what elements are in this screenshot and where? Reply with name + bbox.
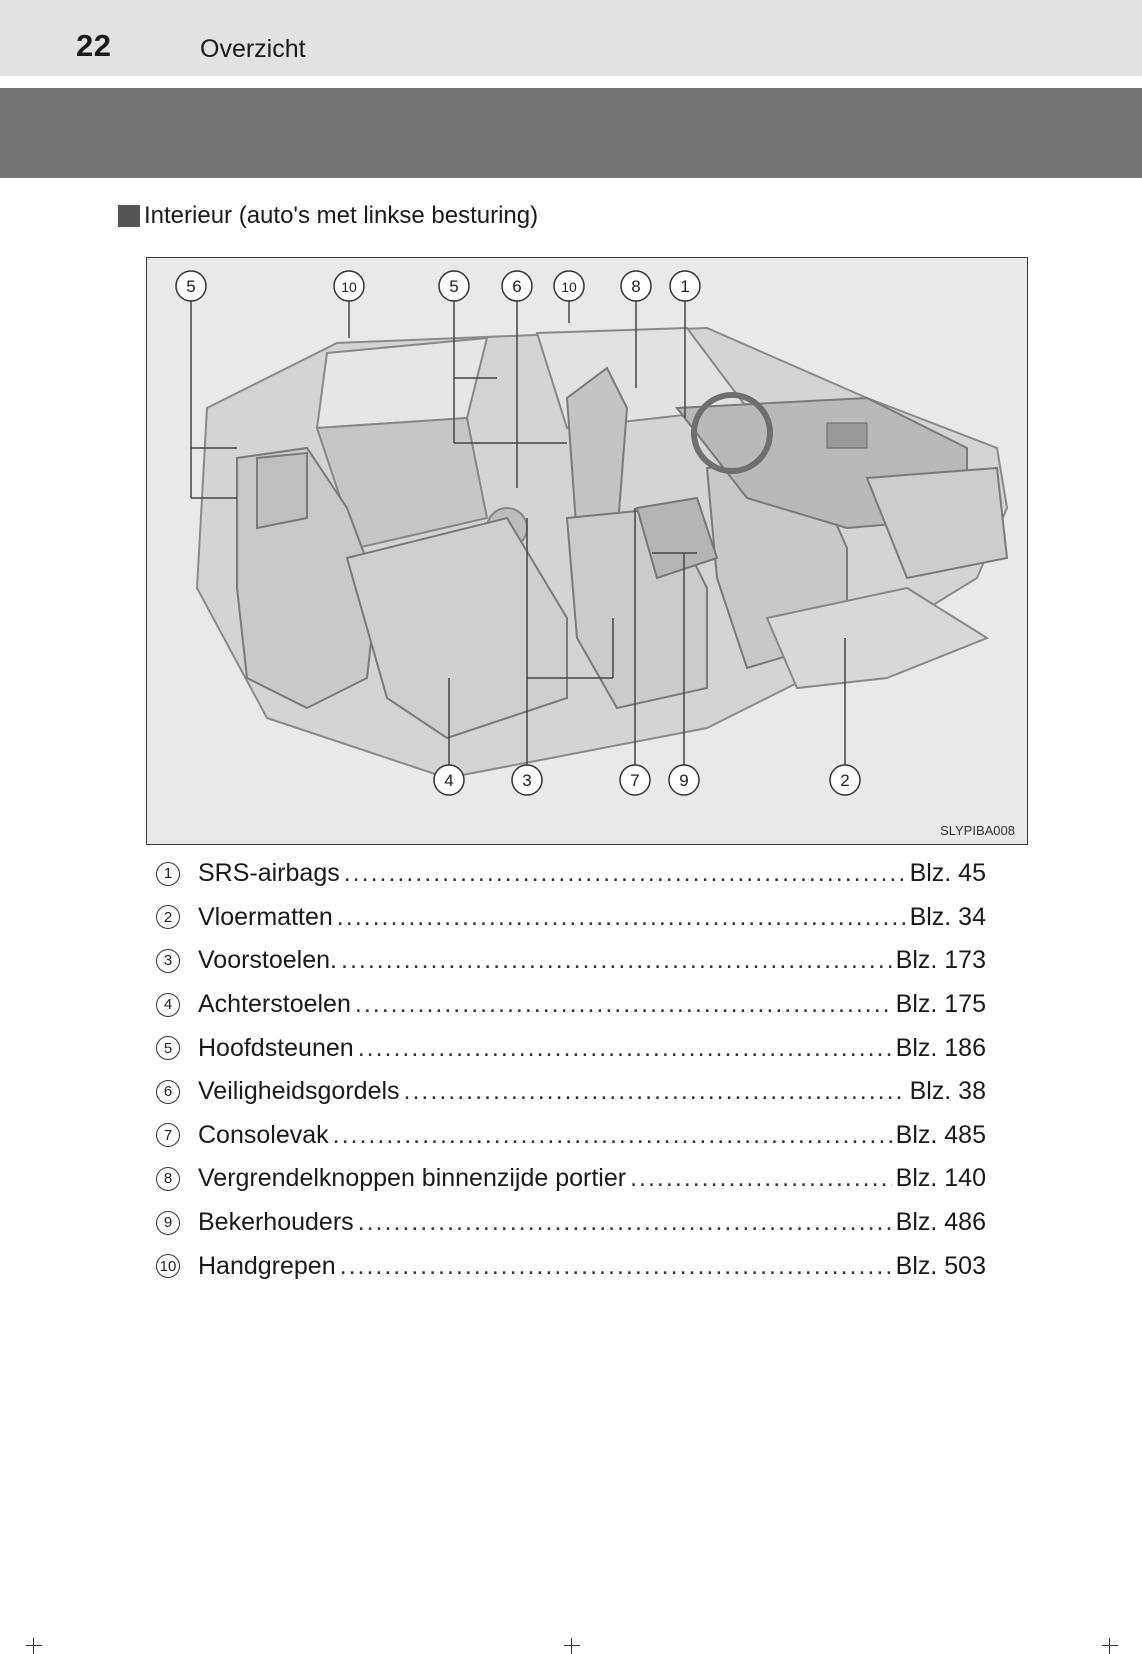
leader-dots xyxy=(333,1121,892,1150)
legend-number: 7 xyxy=(156,1123,180,1147)
callout-label: 2 xyxy=(840,771,849,790)
legend-label: SRS-airbags xyxy=(198,859,340,888)
leader-dots xyxy=(340,1252,892,1281)
legend-page-ref: Blz. 34 xyxy=(910,903,986,932)
callout-bottom-0: 4 xyxy=(434,765,464,795)
leader-dots xyxy=(341,946,892,975)
legend-item: 2 Vloermatten Blz. 34 xyxy=(156,896,986,940)
legend-item: 8 Vergrendelknoppen binnenzijde portier Bl… xyxy=(156,1157,986,1201)
callout-label: 3 xyxy=(522,771,531,790)
legend-label: Voorstoelen. xyxy=(198,946,337,975)
callout-label: 9 xyxy=(679,771,688,790)
callout-top-1: 10 xyxy=(334,271,364,301)
callout-label: 10 xyxy=(561,279,577,295)
callout-label: 7 xyxy=(630,771,639,790)
leader-dots xyxy=(630,1164,892,1193)
legend-item: 4 Achterstoelen Blz. 175 xyxy=(156,983,986,1027)
legend-item: 1 SRS-airbags Blz. 45 xyxy=(156,852,986,896)
legend-number: 10 xyxy=(156,1254,180,1278)
callout-top-3: 6 xyxy=(502,271,532,301)
header-band xyxy=(0,0,1142,76)
legend-item: 5 Hoofdsteunen Blz. 186 xyxy=(156,1026,986,1070)
callout-bottom-2: 7 xyxy=(620,765,650,795)
legend-label: Handgrepen xyxy=(198,1252,336,1281)
legend-number: 1 xyxy=(156,862,180,886)
registration-mark xyxy=(562,1634,582,1654)
callout-top-4: 10 xyxy=(554,271,584,301)
legend-number: 5 xyxy=(156,1036,180,1060)
legend-item: 7 Consolevak Blz. 485 xyxy=(156,1114,986,1158)
registration-mark xyxy=(1100,1634,1120,1654)
legend-item: 9 Bekerhouders Blz. 486 xyxy=(156,1201,986,1245)
legend-item: 6 Veiligheidsgordels Blz. 38 xyxy=(156,1070,986,1114)
interior-illustration: 5 10 5 6 10 8 1 4 3 7 9 2 SLYPIBA008 xyxy=(146,257,1028,845)
callout-bottom-3: 9 xyxy=(669,765,699,795)
callout-label: 6 xyxy=(512,277,521,296)
legend-page-ref: Blz. 45 xyxy=(910,859,986,888)
legend-page-ref: Blz. 186 xyxy=(896,1034,986,1063)
section-heading: Interieur (auto's met linkse besturing) xyxy=(118,202,538,230)
leader-dots xyxy=(355,990,892,1019)
legend-page-ref: Blz. 173 xyxy=(896,946,986,975)
legend-page-ref: Blz. 503 xyxy=(896,1252,986,1281)
callout-label: 8 xyxy=(631,277,640,296)
callout-label: 1 xyxy=(680,277,689,296)
car-interior-drawing: 5 10 5 6 10 8 1 4 3 7 9 2 xyxy=(147,258,1027,844)
legend-page-ref: Blz. 486 xyxy=(896,1208,986,1237)
page-number: 22 xyxy=(76,28,111,64)
legend-page-ref: Blz. 175 xyxy=(896,990,986,1019)
section-title: Interieur (auto's met linkse besturing) xyxy=(144,202,538,230)
legend-number: 8 xyxy=(156,1167,180,1191)
figure-id: SLYPIBA008 xyxy=(940,823,1015,838)
callout-label: 4 xyxy=(444,771,453,790)
band-gap xyxy=(0,76,1142,88)
legend-number: 2 xyxy=(156,905,180,929)
legend-label: Consolevak xyxy=(198,1121,329,1150)
legend-label: Vloermatten xyxy=(198,903,333,932)
callout-top-5: 8 xyxy=(621,271,651,301)
legend-label: Vergrendelknoppen binnenzijde portier xyxy=(198,1164,626,1193)
callout-top-2: 5 xyxy=(439,271,469,301)
legend-page-ref: Blz. 38 xyxy=(910,1077,986,1106)
registration-mark xyxy=(24,1634,44,1654)
legend-number: 9 xyxy=(156,1211,180,1235)
legend-number: 3 xyxy=(156,949,180,973)
callout-label: 5 xyxy=(449,277,458,296)
callout-bottom-4: 2 xyxy=(830,765,860,795)
callout-top-6: 1 xyxy=(670,271,700,301)
section-band xyxy=(0,88,1142,178)
legend-page-ref: Blz. 485 xyxy=(896,1121,986,1150)
legend-number: 6 xyxy=(156,1080,180,1104)
legend-number: 4 xyxy=(156,993,180,1017)
callout-label: 5 xyxy=(186,277,195,296)
legend-label: Hoofdsteunen xyxy=(198,1034,354,1063)
leader-dots xyxy=(358,1208,892,1237)
legend-label: Veiligheidsgordels xyxy=(198,1077,400,1106)
chapter-title: Overzicht xyxy=(200,35,306,64)
callout-bottom-1: 3 xyxy=(512,765,542,795)
legend-label: Achterstoelen xyxy=(198,990,351,1019)
section-square-icon xyxy=(118,205,140,227)
leader-dots xyxy=(344,859,906,888)
callout-label: 10 xyxy=(341,279,357,295)
legend-item: 3 Voorstoelen. Blz. 173 xyxy=(156,939,986,983)
legend-item: 10 Handgrepen Blz. 503 xyxy=(156,1244,986,1288)
legend-page-ref: Blz. 140 xyxy=(896,1164,986,1193)
leader-dots xyxy=(358,1034,892,1063)
leader-dots xyxy=(337,903,906,932)
callout-top-0: 5 xyxy=(176,271,206,301)
legend-label: Bekerhouders xyxy=(198,1208,354,1237)
leader-dots xyxy=(404,1077,906,1106)
